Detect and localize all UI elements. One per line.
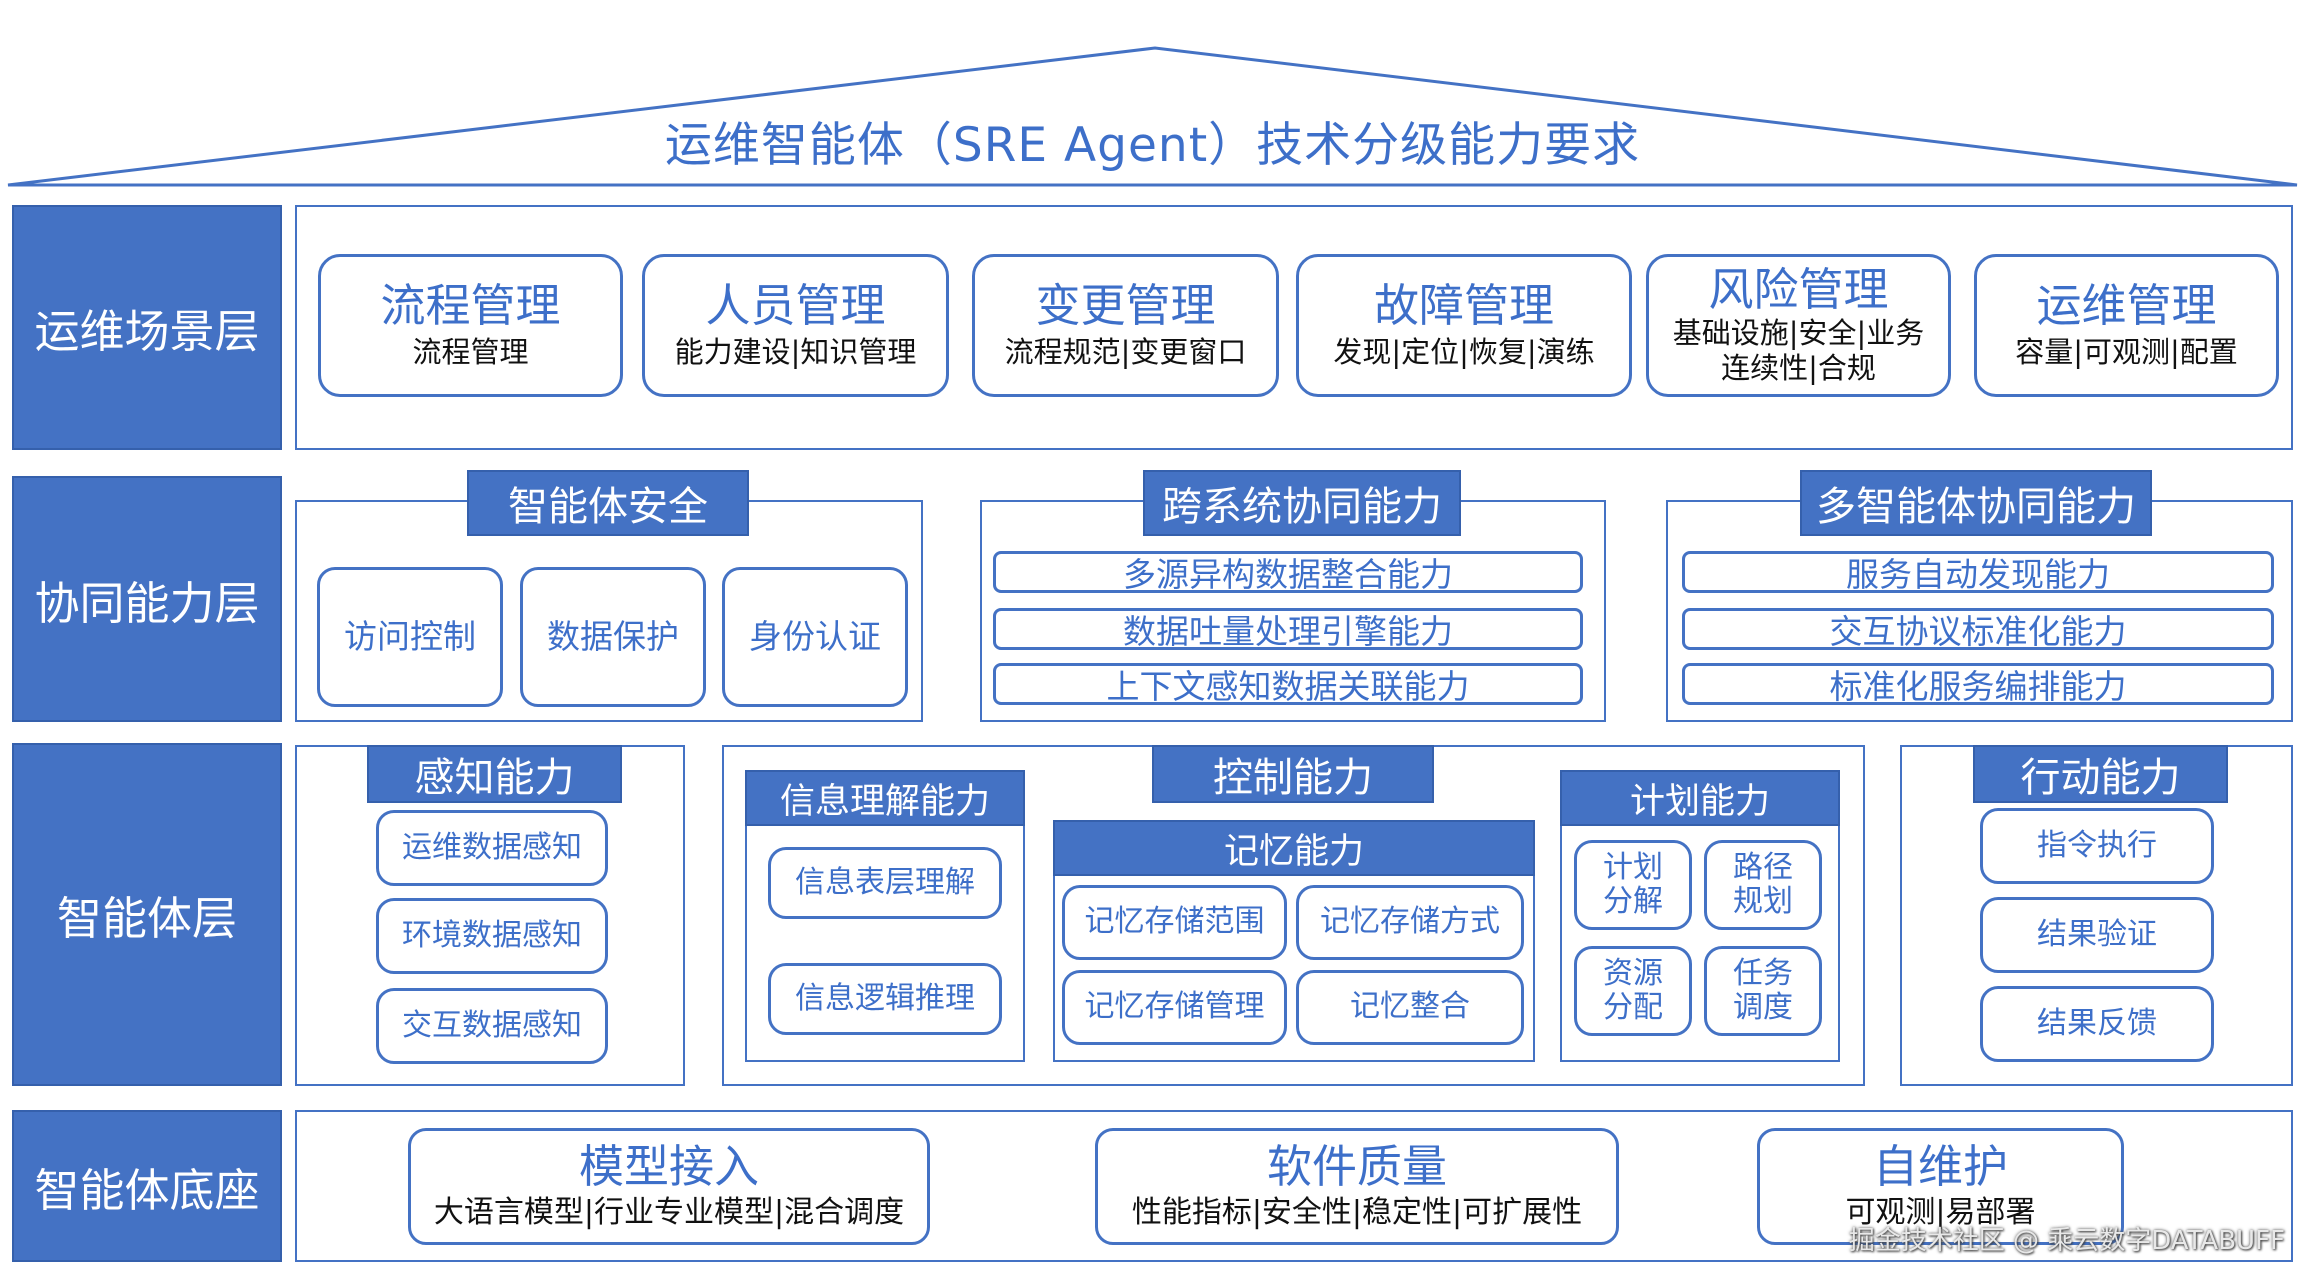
security-item: 身份认证 (722, 567, 908, 707)
scene-card-personnel: 人员管理 能力建设|知识管理 (642, 254, 949, 397)
base-card-title: 模型接入 (578, 1139, 759, 1193)
info-item: 信息逻辑推理 (768, 963, 1002, 1035)
scene-card-title: 风险管理 (1708, 262, 1889, 316)
plan-item: 路径规划 (1704, 840, 1822, 930)
base-card-title: 自维护 (1872, 1139, 2008, 1193)
scene-card-title: 运维管理 (2036, 279, 2217, 333)
diagram-title: 运维智能体（SRE Agent）技术分级能力要求 (664, 117, 1641, 173)
base-card-sub: 性能指标|安全性|稳定性|可扩展性 (1131, 1195, 1583, 1231)
multi-agent-item: 标准化服务编排能力 (1682, 663, 2274, 706)
scene-card-title: 流程管理 (380, 279, 561, 333)
control-tag: 控制能力 (1152, 745, 1434, 803)
plan-tag: 计划能力 (1560, 770, 1840, 826)
scene-card-sub: 流程管理 (412, 334, 529, 369)
layer-label-base: 智能体底座 (12, 1110, 282, 1262)
scene-card-sub: 能力建设|知识管理 (674, 334, 917, 369)
scene-layer-panel (295, 205, 2293, 450)
base-card-quality: 软件质量 性能指标|安全性|稳定性|可扩展性 (1095, 1128, 1619, 1245)
layer-label-collab: 协同能力层 (12, 476, 282, 722)
layer-label-scene: 运维场景层 (12, 205, 282, 450)
scene-card-incident: 故障管理 发现|定位|恢复|演练 (1296, 254, 1632, 397)
plan-item: 资源分配 (1574, 946, 1692, 1036)
cross-system-item: 数据吐量处理引擎能力 (993, 608, 1583, 651)
info-tag: 信息理解能力 (745, 770, 1025, 826)
watermark: 掘金技术社区 @ 乘云数字DATABUFF (1848, 1226, 2285, 1256)
scene-card-ops: 运维管理 容量|可观测|配置 (1974, 254, 2279, 397)
perception-item: 交互数据感知 (376, 988, 608, 1064)
scene-card-title: 故障管理 (1373, 279, 1554, 333)
memory-item: 记忆存储方式 (1296, 885, 1524, 960)
scene-card-sub: 发现|定位|恢复|演练 (1333, 334, 1595, 369)
plan-item: 计划分解 (1574, 840, 1692, 930)
scene-card-risk: 风险管理 基础设施|安全|业务连续性|合规 (1646, 254, 1951, 397)
multi-agent-tag: 多智能体协同能力 (1800, 470, 2152, 536)
action-item: 指令执行 (1980, 808, 2214, 884)
scene-card-sub: 流程规范|变更窗口 (1004, 334, 1247, 369)
memory-item: 记忆存储管理 (1062, 970, 1287, 1045)
action-item: 结果验证 (1980, 897, 2214, 973)
security-item: 数据保护 (520, 567, 706, 707)
cross-system-tag: 跨系统协同能力 (1143, 470, 1461, 536)
multi-agent-item: 交互协议标准化能力 (1682, 608, 2274, 651)
scene-card-title: 人员管理 (705, 279, 886, 333)
base-card-title: 软件质量 (1266, 1139, 1447, 1193)
perception-item: 环境数据感知 (376, 898, 608, 974)
scene-card-sub: 容量|可观测|配置 (2015, 334, 2238, 369)
security-item: 访问控制 (317, 567, 503, 707)
scene-card-process: 流程管理 流程管理 (318, 254, 623, 397)
memory-item: 记忆存储范围 (1062, 885, 1287, 960)
scene-card-sub: 基础设施|安全|业务连续性|合规 (1672, 316, 1925, 386)
roof-outline (7, 46, 2298, 187)
security-tag: 智能体安全 (467, 470, 749, 536)
cross-system-item: 上下文感知数据关联能力 (993, 663, 1583, 706)
memory-tag: 记忆能力 (1053, 820, 1535, 876)
multi-agent-item: 服务自动发现能力 (1682, 551, 2274, 594)
plan-item: 任务调度 (1704, 946, 1822, 1036)
info-item: 信息表层理解 (768, 847, 1002, 919)
action-item: 结果反馈 (1980, 986, 2214, 1062)
scene-card-title: 变更管理 (1035, 279, 1216, 333)
cross-system-item: 多源异构数据整合能力 (993, 551, 1583, 594)
memory-item: 记忆整合 (1296, 970, 1524, 1045)
perception-tag: 感知能力 (367, 745, 622, 803)
base-card-sub: 可观测|易部署 (1845, 1195, 2036, 1231)
base-card-model: 模型接入 大语言模型|行业专业模型|混合调度 (408, 1128, 930, 1245)
base-card-selfmaint: 自维护 可观测|易部署 (1757, 1128, 2124, 1245)
scene-card-change: 变更管理 流程规范|变更窗口 (972, 254, 1279, 397)
layer-label-agent: 智能体层 (12, 743, 282, 1086)
base-card-sub: 大语言模型|行业专业模型|混合调度 (433, 1195, 905, 1231)
action-tag: 行动能力 (1973, 745, 2228, 803)
perception-item: 运维数据感知 (376, 810, 608, 886)
